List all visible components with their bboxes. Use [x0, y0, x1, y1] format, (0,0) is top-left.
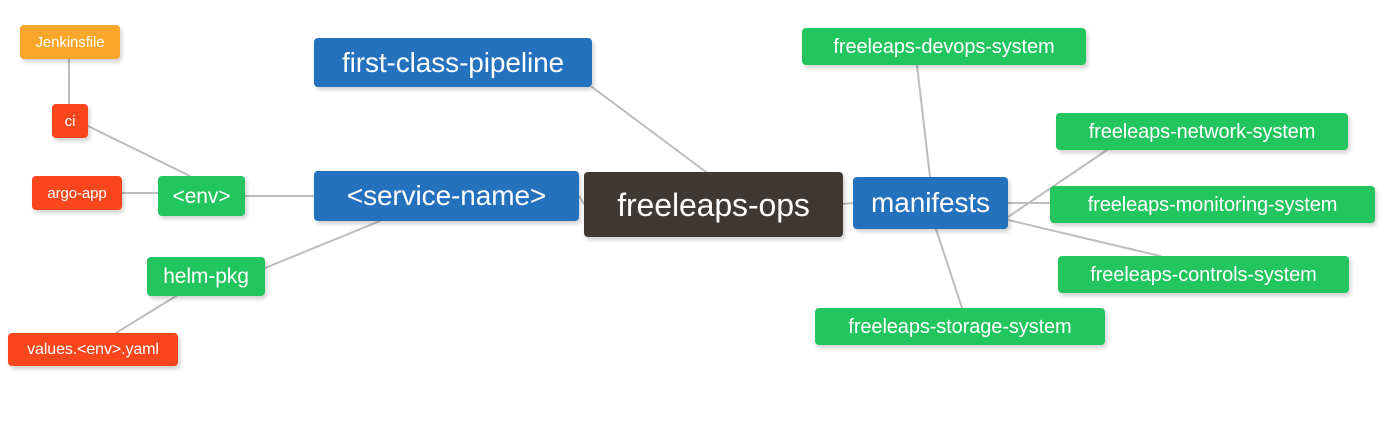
edge-helm-values: [115, 295, 177, 334]
edge-root-pipeline: [591, 86, 707, 173]
node-manifests[interactable]: manifests: [853, 177, 1008, 229]
node-label-helm-pkg: helm-pkg: [163, 265, 249, 288]
node-label-freeleaps-storage-system: freeleaps-storage-system: [848, 315, 1072, 338]
node-freeleaps-ops[interactable]: freeleaps-ops: [584, 172, 843, 237]
node-label-freeleaps-controls-system: freeleaps-controls-system: [1090, 263, 1317, 286]
node-label-freeleaps-ops: freeleaps-ops: [617, 186, 810, 223]
node-first-class-pipeline[interactable]: first-class-pipeline: [314, 38, 592, 87]
node-label-jenkinsfile: Jenkinsfile: [35, 33, 105, 51]
edge-manifests-controls: [1007, 219, 1161, 257]
node-freeleaps-devops-system[interactable]: freeleaps-devops-system: [802, 28, 1086, 65]
node-label-freeleaps-devops-system: freeleaps-devops-system: [833, 35, 1055, 58]
node-freeleaps-network-system[interactable]: freeleaps-network-system: [1056, 113, 1348, 150]
node-helm-pkg[interactable]: helm-pkg: [147, 257, 265, 296]
node-label-argo-app: argo-app: [47, 184, 107, 202]
edge-service-helm: [264, 220, 381, 269]
edge-manifests-devops: [916, 64, 931, 178]
node-label-first-class-pipeline: first-class-pipeline: [341, 46, 565, 78]
node-ci[interactable]: ci: [52, 104, 88, 138]
node-jenkinsfile[interactable]: Jenkinsfile: [20, 25, 120, 59]
node-freeleaps-controls-system[interactable]: freeleaps-controls-system: [1058, 256, 1349, 293]
node-label-service-name: <service-name>: [346, 180, 547, 211]
node-service-name[interactable]: <service-name>: [314, 171, 579, 221]
edge-env-ci: [87, 125, 191, 177]
node-argo-app[interactable]: argo-app: [32, 176, 122, 210]
node-label-values-yaml: values.<env>.yaml: [27, 340, 159, 358]
node-label-freeleaps-monitoring-system: freeleaps-monitoring-system: [1087, 193, 1338, 216]
edge-root-manifests: [842, 202, 854, 205]
node-label-manifests: manifests: [871, 187, 990, 218]
node-freeleaps-monitoring-system[interactable]: freeleaps-monitoring-system: [1050, 186, 1375, 223]
edge-manifests-storage: [935, 228, 963, 309]
node-env[interactable]: <env>: [158, 176, 245, 216]
node-freeleaps-storage-system[interactable]: freeleaps-storage-system: [815, 308, 1105, 345]
node-values-yaml[interactable]: values.<env>.yaml: [8, 333, 178, 366]
node-label-freeleaps-network-system: freeleaps-network-system: [1088, 120, 1316, 143]
node-label-env: <env>: [172, 184, 231, 208]
node-label-ci: ci: [64, 112, 76, 130]
